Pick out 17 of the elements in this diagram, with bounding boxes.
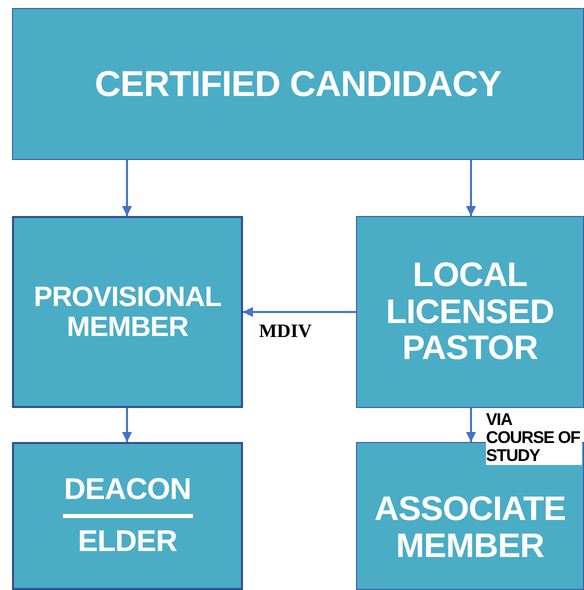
arrow [122,408,132,442]
node-label: LOCAL LICENSED PASTOR [385,256,555,368]
node-label: ASSOCIATE MEMBER [373,491,567,565]
process-box [356,216,584,408]
process-box [12,216,243,408]
node-label: ELDER [78,526,178,558]
arrow [243,307,356,317]
node-label: CERTIFIED CANDIDACY [94,64,502,104]
process-box [356,442,584,590]
arrow [122,160,132,216]
process-box [12,8,584,160]
arrow [466,160,476,216]
node-label: PROVISIONAL MEMBER [32,282,222,342]
node-label: DEACON [64,474,191,506]
process-box [12,442,243,590]
arrow [466,408,476,442]
edge-label: VIA COURSE OF STUDY [486,411,582,465]
